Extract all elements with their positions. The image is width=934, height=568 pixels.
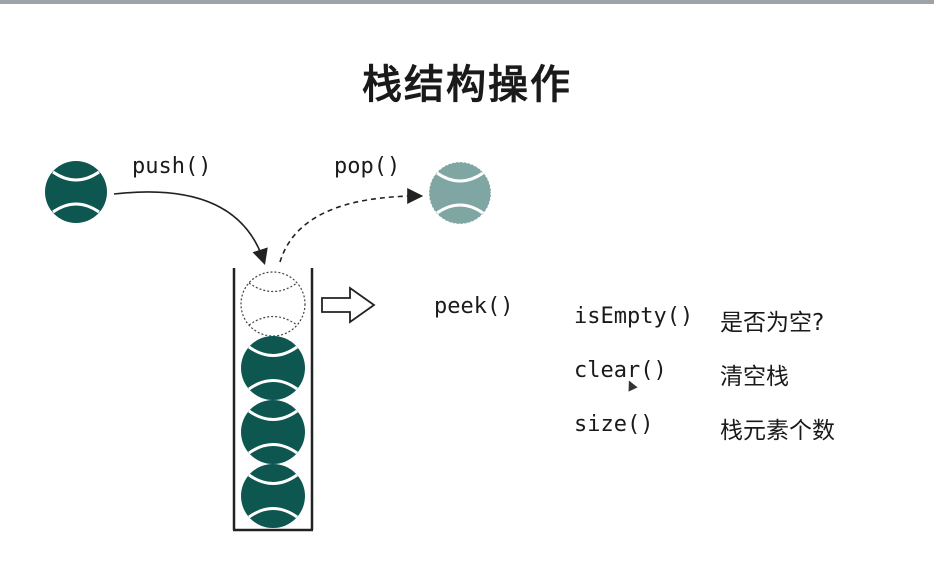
stack-top-placeholder-icon — [240, 271, 306, 337]
stack-ball-icon — [241, 400, 305, 464]
stack-ball-icon — [241, 464, 305, 528]
push-arrow — [113, 191, 268, 266]
method-desc-isempty: 是否为空? — [720, 310, 825, 336]
push-label: push() — [132, 154, 212, 179]
window-top-bar — [0, 0, 934, 4]
method-name-size: size() — [574, 412, 654, 437]
pop-label: pop() — [334, 154, 401, 179]
peek-arrow-icon — [321, 286, 376, 324]
method-desc-clear: 清空栈 — [720, 364, 789, 390]
popped-ball-icon — [428, 161, 492, 225]
slide-title: 栈结构操作 — [362, 62, 572, 108]
method-desc-size: 栈元素个数 — [720, 418, 835, 444]
stack-container — [232, 268, 314, 532]
push-ball-icon — [45, 161, 107, 223]
peek-label: peek() — [434, 294, 514, 319]
pop-arrow — [279, 188, 424, 263]
method-name-isempty: isEmpty() — [574, 304, 694, 329]
stack-ball-icon — [241, 336, 305, 400]
method-name-clear: clear() — [574, 358, 667, 383]
